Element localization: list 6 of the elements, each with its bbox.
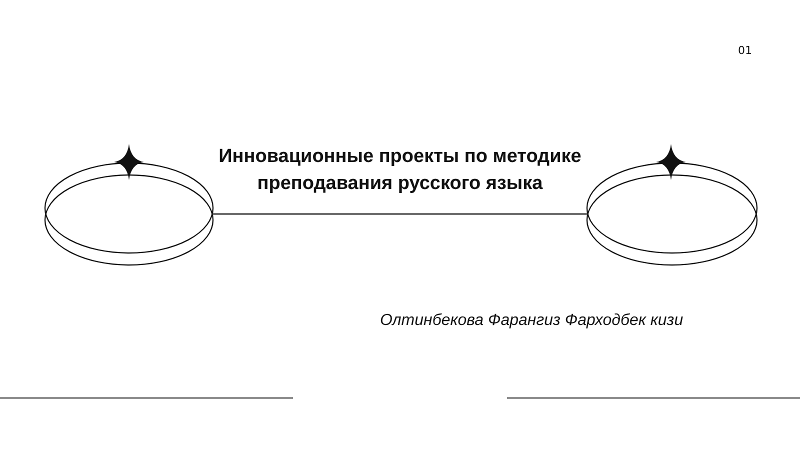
ellipse-ring <box>586 162 758 266</box>
connector-line <box>213 213 587 215</box>
ellipse-ring <box>44 162 214 266</box>
page-number: 01 <box>738 44 752 57</box>
slide-title: Инновационные проекты по методике преподавания русского языка <box>218 145 582 196</box>
author-name: Олтинбекова Фарангиз Фарходбек кизи <box>380 311 684 331</box>
